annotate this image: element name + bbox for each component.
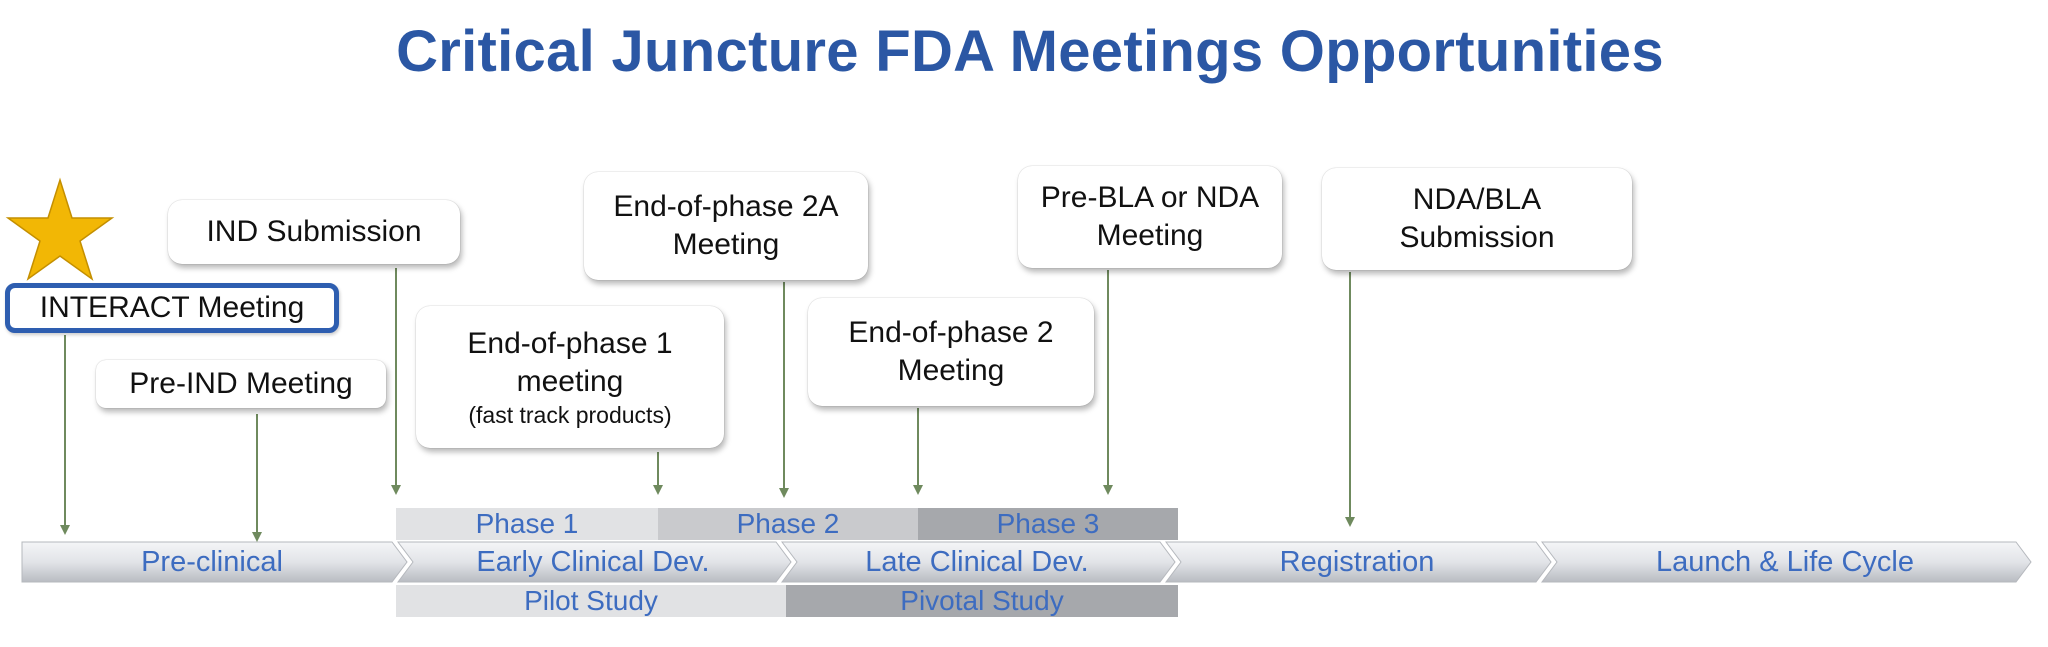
phase2-label: Phase 2	[736, 508, 840, 539]
interact-meeting-box: INTERACT Meeting	[5, 283, 339, 333]
chevron-early-clinical	[397, 541, 792, 583]
phase1-band	[396, 508, 658, 540]
chevron-preclinical	[21, 541, 408, 583]
nda-bla-submission-box: NDA/BLA Submission	[1322, 168, 1632, 270]
eop1-line2: meeting	[516, 365, 624, 398]
phase3-band	[918, 508, 1178, 540]
eop2-line1: End-of-phase 2	[848, 316, 1054, 349]
star-icon	[5, 177, 115, 281]
chevron-late-clinical	[781, 541, 1176, 583]
eop1-note: (fast track products)	[468, 402, 672, 428]
eop2-line2: Meeting	[897, 354, 1005, 387]
nda-bla-line2: Submission	[1399, 221, 1555, 254]
pilot-study-band	[396, 585, 786, 617]
stage-registration: Registration	[1279, 545, 1435, 578]
nda-bla-line1: NDA/BLA	[1412, 183, 1542, 216]
stage-launch: Launch & Life Cycle	[1656, 545, 1914, 578]
page-title: Critical Juncture FDA Meetings Opportuni…	[396, 19, 1664, 84]
phase1-label: Phase 1	[475, 508, 579, 539]
eop2a-meeting-box: End-of-phase 2A Meeting	[584, 172, 868, 280]
ind-submission-label: IND Submission	[206, 215, 422, 248]
interact-meeting-label: INTERACT Meeting	[39, 291, 305, 324]
eop1-meeting-box: End-of-phase 1 meeting (fast track produ…	[416, 306, 724, 448]
pivotal-study-band	[786, 585, 1178, 617]
phase3-label: Phase 3	[996, 508, 1100, 539]
stage-early-clinical: Early Clinical Dev.	[476, 545, 710, 578]
pre-ind-meeting-label: Pre-IND Meeting	[129, 367, 353, 400]
chevron-launch	[1541, 541, 2032, 583]
pre-bla-line2: Meeting	[1096, 219, 1204, 252]
stage-late-clinical: Late Clinical Dev.	[865, 545, 1089, 578]
ind-submission-box: IND Submission	[168, 200, 460, 264]
stage-chevrons	[21, 541, 2032, 583]
pre-bla-line1: Pre-BLA or NDA	[1040, 181, 1260, 214]
pilot-study-label: Pilot Study	[524, 585, 658, 616]
eop2-meeting-box: End-of-phase 2 Meeting	[808, 298, 1094, 406]
eop2a-line2: Meeting	[672, 228, 780, 261]
connector-arrows	[60, 268, 1355, 542]
stage-preclinical: Pre-clinical	[141, 545, 283, 578]
phase2-band	[658, 508, 918, 540]
pre-bla-nda-meeting-box: Pre-BLA or NDA Meeting	[1018, 166, 1282, 268]
pre-ind-meeting-box: Pre-IND Meeting	[96, 360, 386, 408]
chevron-registration	[1165, 541, 1552, 583]
pivotal-study-label: Pivotal Study	[900, 585, 1064, 616]
eop1-line1: End-of-phase 1	[467, 327, 673, 360]
eop2a-line1: End-of-phase 2A	[613, 190, 839, 223]
